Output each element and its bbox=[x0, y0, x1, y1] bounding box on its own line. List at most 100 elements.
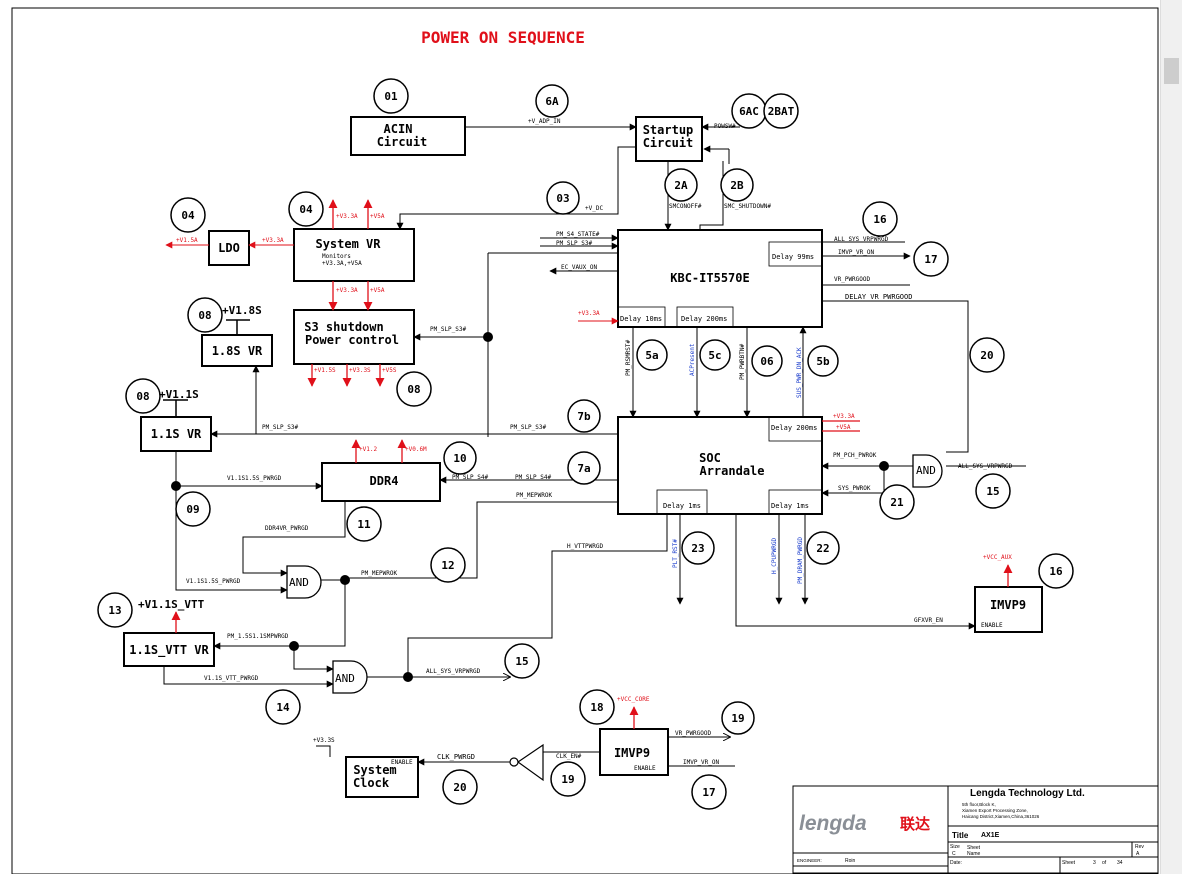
sig-plt-rst: PLT_RST# bbox=[672, 539, 679, 568]
vr-1-1s-label: 1.1S VR bbox=[151, 427, 202, 441]
step-bubble-label-b10: 10 bbox=[453, 452, 466, 465]
step-bubble-b03: 03 bbox=[546, 181, 580, 215]
sig-pm-slp-s3-11: PM_SLP_S3# bbox=[262, 424, 299, 431]
step-bubble-label-b12: 12 bbox=[441, 559, 454, 572]
step-bubble-label-b13: 13 bbox=[108, 604, 121, 617]
system-clock-block: System Clock ENABLE bbox=[345, 756, 419, 798]
tb-addr3: Haicang District,Xiamen,China,361026 bbox=[962, 814, 1040, 819]
and-gate-pch-label: AND bbox=[916, 464, 936, 477]
step-bubble-b23: 23 bbox=[681, 531, 715, 565]
tb-company: Lengda Technology Ltd. bbox=[970, 788, 1085, 799]
step-bubble-label-b19b: 19 bbox=[561, 773, 574, 786]
tb-rev-value: A bbox=[1136, 851, 1140, 857]
power-rail-arrows bbox=[171, 199, 1013, 729]
s3-label-1: S3 shutdown bbox=[304, 320, 383, 334]
sig-clk-pwrgd: CLK_PWRGD bbox=[437, 753, 475, 761]
vertical-scrollbar[interactable] bbox=[1160, 0, 1182, 874]
rail-v18s: +V1.8S bbox=[222, 304, 262, 317]
step-bubble-label-b5a: 5a bbox=[645, 349, 658, 362]
rail-v33a-kbc: +V3.3A bbox=[578, 310, 600, 317]
step-bubble-b06: 06 bbox=[751, 345, 783, 377]
tb-engineer-label: ENGINEER: bbox=[797, 858, 822, 863]
step-bubble-label-b20b: 20 bbox=[453, 781, 466, 794]
step-bubble-b17a: 17 bbox=[913, 241, 949, 277]
step-bubble-label-b14: 14 bbox=[276, 701, 290, 714]
kbc-label: KBC-IT5570E bbox=[670, 271, 749, 285]
imvp9-aux-block: IMVP9 ENABLE bbox=[974, 586, 1043, 633]
sig-v11s-vtt-pwrgd: V1.1S_VTT_PWRGD bbox=[204, 675, 259, 682]
sig-pm-15s-smpwrgd: PM_1.5S1.1SMPWRGD bbox=[227, 633, 289, 640]
title-block bbox=[792, 785, 1159, 874]
step-bubble-b20b: 20 bbox=[442, 769, 478, 805]
s3-shutdown-block: S3 shutdown Power control bbox=[293, 309, 415, 365]
tb-of-label: of bbox=[1102, 860, 1107, 866]
sig-acpresent: ACPresent bbox=[689, 343, 696, 376]
step-bubble-b2bat: 2BAT bbox=[763, 93, 799, 129]
step-bubble-label-b06: 06 bbox=[760, 355, 774, 368]
step-bubble-b19b: 19 bbox=[550, 761, 586, 797]
sig-pm-mepwrok-2: PM_MEPWROK bbox=[361, 570, 398, 577]
step-bubble-label-b16b: 16 bbox=[1049, 565, 1063, 578]
sig-imvp-vr-on-2: IMVP_VR_ON bbox=[683, 759, 720, 766]
sig-ddr4vr-pwrgd: DDR4VR_PWRGD bbox=[265, 525, 309, 532]
step-bubble-label-b20a: 20 bbox=[980, 349, 993, 362]
rail-v11s-vtt: +V1.1S_VTT bbox=[138, 598, 205, 611]
startup-label-1: Startup bbox=[643, 123, 694, 137]
system-vr-note-1: Monitors bbox=[322, 253, 351, 260]
rail-v12: +V1.2 bbox=[359, 446, 377, 453]
rail-v11s: +V1.1S bbox=[159, 388, 199, 401]
step-bubble-label-b23: 23 bbox=[691, 542, 704, 555]
system-vr-note-2: +V3.3A,+V5A bbox=[322, 260, 362, 267]
kbc-delay-99ms: Delay 99ms bbox=[772, 253, 814, 261]
step-bubble-label-b7a: 7a bbox=[577, 462, 590, 475]
step-bubble-b12: 12 bbox=[430, 547, 466, 583]
step-bubble-b10: 10 bbox=[443, 441, 477, 475]
system-vr-block: System VR Monitors +V3.3A,+V5A bbox=[293, 228, 415, 282]
step-bubble-label-b21: 21 bbox=[890, 496, 904, 509]
sig-ec-vaux-on: EC_VAUX_ON bbox=[561, 264, 598, 271]
step-bubble-b04a: 04 bbox=[170, 197, 206, 233]
step-bubble-label-b18: 18 bbox=[590, 701, 603, 714]
step-bubble-b16a: 16 bbox=[862, 201, 898, 237]
soc-delay-1ms-right: Delay 1ms bbox=[771, 502, 809, 510]
tb-rev-label: Rev bbox=[1135, 844, 1144, 850]
tb-name-label: Name bbox=[967, 851, 981, 857]
acin-label-1: ACIN bbox=[384, 122, 413, 136]
sig-all-sys-vrpwrgd-and: ALL_SYS_VRPWRGD bbox=[958, 463, 1013, 470]
rail-v33a-soc: +V3.3A bbox=[833, 413, 855, 420]
sig-v11s15s-pwrgd-2: V1.1S1.5S_PWRGD bbox=[186, 578, 241, 585]
step-bubble-b17b: 17 bbox=[691, 774, 727, 810]
step-bubble-b08c: 08 bbox=[125, 378, 161, 414]
soc-block: SOC Arrandale Delay 200ms Delay 1ms Dela… bbox=[617, 416, 823, 515]
sig-all-sys-vrpwrgd-out: ALL_SYS_VRPWRGD bbox=[426, 668, 481, 675]
kbc-delay-10ms: Delay 10ms bbox=[620, 315, 662, 323]
step-bubble-b14: 14 bbox=[265, 689, 301, 725]
imvp9-aux-label: IMVP9 bbox=[990, 598, 1026, 612]
vr-1-8s-label: 1.8S VR bbox=[212, 344, 263, 358]
and-gate-vtt: AND bbox=[332, 660, 368, 694]
step-bubble-label-b19a: 19 bbox=[731, 712, 744, 725]
diagram-title: POWER ON SEQUENCE bbox=[421, 28, 585, 47]
step-bubble-label-b17a: 17 bbox=[924, 253, 937, 266]
step-bubble-label-b2a: 2A bbox=[674, 179, 688, 192]
tb-sheet-label: Sheet bbox=[967, 845, 981, 851]
step-bubble-b15b: 15 bbox=[504, 643, 540, 679]
ddr4-label: DDR4 bbox=[370, 474, 399, 488]
sig-sys-pwrok: SYS_PWROK bbox=[838, 485, 871, 492]
sig-v-dc: +V_DC bbox=[585, 205, 603, 212]
step-bubble-label-b15b: 15 bbox=[515, 655, 528, 668]
tb-engineer-value: Roin bbox=[845, 858, 856, 864]
step-bubble-b22: 22 bbox=[806, 531, 840, 565]
tb-logo-cn: 联达 bbox=[900, 815, 930, 833]
step-bubble-b18: 18 bbox=[579, 689, 615, 725]
vr-1-8s-block: 1.8S VR bbox=[201, 334, 273, 367]
step-bubble-b5b: 5b bbox=[807, 345, 839, 377]
tb-size-label: Size bbox=[950, 844, 960, 850]
and-gate-ddr-label: AND bbox=[289, 576, 309, 589]
scrollbar-thumb[interactable] bbox=[1164, 58, 1179, 84]
step-bubble-b2b: 2B bbox=[720, 168, 754, 202]
vertical-signal-labels: PM_RSMRST# ACPresent PM_PWRBTN# SUS_PWR_… bbox=[625, 339, 804, 584]
vr-1-1s-block: 1.1S VR bbox=[140, 416, 212, 452]
rail-v33a-ldo: +V3.3A bbox=[262, 237, 284, 244]
step-bubble-label-b6a: 6A bbox=[545, 95, 559, 108]
